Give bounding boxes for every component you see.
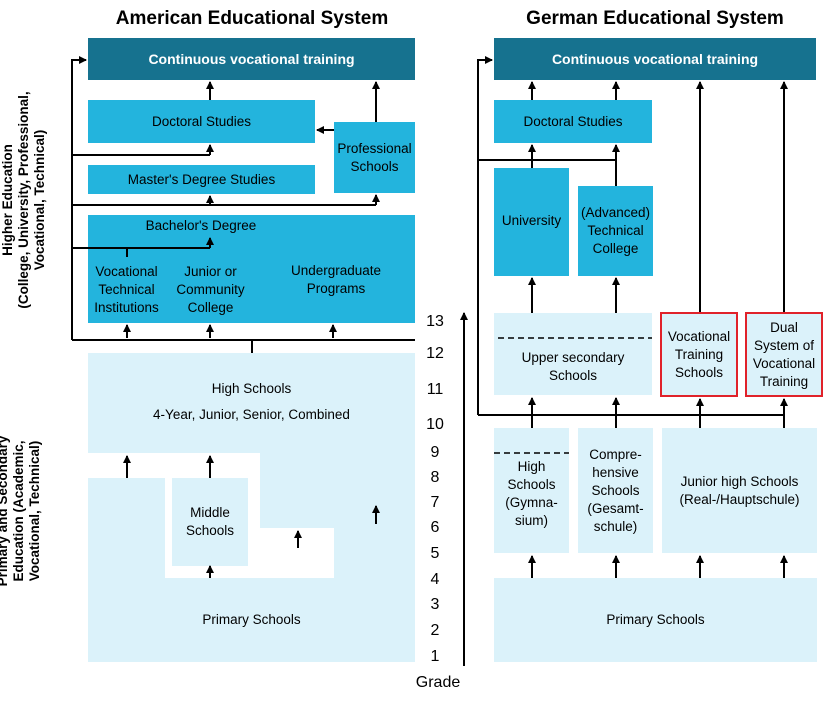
de-university-box: University (494, 168, 569, 276)
us-high-schools-upper-step (334, 528, 415, 584)
german-system-title: German Educational System (526, 8, 784, 29)
de-vocational-training-schools-box: Vocational Training Schools (660, 312, 738, 397)
grade-tick-2: 2 (430, 622, 440, 639)
de-gymnasium-label: High Schools (Gymna- sium) (505, 459, 558, 528)
grade-tick-7: 7 (430, 494, 440, 511)
de-gymnasium-box: High Schools (Gymna- sium) (494, 428, 569, 553)
us-junior-college-box: Junior or Community College (172, 257, 249, 323)
de-junior-high-box: Junior high Schools (Real-/Hauptschule) (662, 428, 817, 553)
us-vocational-technical-box: Vocational Technical Institutions (88, 257, 165, 323)
us-high-schools-right-column (260, 453, 415, 528)
grade-tick-5: 5 (430, 545, 440, 562)
grade-tick-4: 4 (430, 571, 440, 588)
us-masters-box: Master's Degree Studies (88, 165, 315, 194)
de-primary-schools-box: Primary Schools (494, 578, 817, 662)
us-primary-schools-label: Primary Schools (202, 612, 301, 627)
de-doctoral-studies-box: Doctoral Studies (494, 100, 652, 143)
de-gesamtschule-box: Compre- hensive Schools (Gesamt- schule) (578, 428, 653, 553)
grade-tick-1: 1 (430, 648, 440, 665)
us-high-schools-block (88, 353, 415, 453)
de-upper-secondary-box: Upper secondary Schools (494, 313, 652, 395)
de-continuous-vocational-box: Continuous vocational training (494, 38, 816, 80)
grade-tick-9: 9 (430, 444, 440, 461)
grade-tick-13: 13 (426, 313, 444, 330)
grade-tick-12: 12 (426, 345, 444, 362)
us-bachelors-degree-label: Bachelor's Degree (145, 218, 257, 233)
de-university-label: University (501, 213, 562, 228)
american-system-title: American Educational System (115, 8, 389, 29)
us-doctoral-studies-box: Doctoral Studies (88, 100, 315, 143)
us-middle-schools-box: Middle Schools (172, 478, 248, 566)
de-upper-secondary-label: Upper secondary Schools (521, 350, 625, 383)
us-high-schools-label: High Schools (211, 381, 292, 396)
grade-tick-3: 3 (430, 596, 440, 613)
us-primary-block (88, 578, 415, 662)
de-dual-system-box: Dual System of Vocational Training (745, 312, 823, 397)
us-high-schools-types-label: 4-Year, Junior, Senior, Combined (153, 407, 350, 422)
grade-tick-11: 11 (426, 381, 444, 398)
us-high-schools-left-column (88, 478, 165, 586)
us-professional-schools-box: Professional Schools (334, 122, 415, 193)
grade-tick-6: 6 (430, 519, 440, 536)
grade-tick-8: 8 (430, 469, 440, 486)
grade-axis-label: Grade (415, 674, 461, 691)
de-technical-college-box: (Advanced) Technical College (578, 186, 653, 276)
grade-tick-10: 10 (426, 416, 444, 433)
us-undergraduate-programs-label: Undergraduate Programs (290, 262, 382, 296)
us-continuous-vocational-box: Continuous vocational training (88, 38, 415, 80)
us-middle-schools-label: Middle Schools (185, 505, 235, 538)
